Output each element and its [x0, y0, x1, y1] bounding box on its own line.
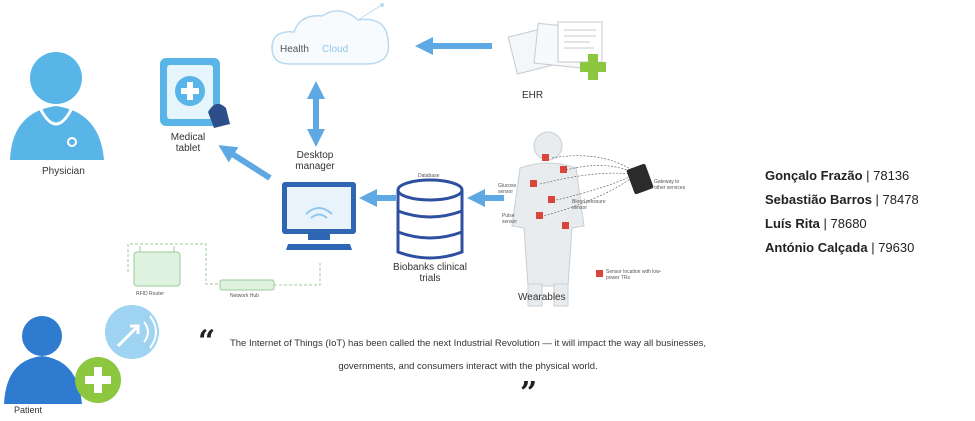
network-hub-icon — [219, 279, 275, 291]
iot-quote: The Internet of Things (IoT) has been ca… — [229, 338, 707, 372]
patient-plus-icon — [75, 357, 121, 403]
wearables-label: Wearables — [518, 292, 566, 303]
ehr-label: EHR — [522, 90, 544, 101]
author-id: 79630 — [878, 240, 915, 255]
author-item: António Calçada | 79630 — [765, 240, 915, 255]
ehr-documents-icon — [507, 21, 606, 80]
author-list: Gonçalo Frazão | 78136 Sebastião Barros … — [765, 166, 975, 262]
author-id: 78478 — [882, 192, 919, 207]
pulse-sensor-label: Pulse sensor — [502, 213, 518, 225]
patient-wireless-icon — [105, 305, 159, 359]
medical-tablet-icon — [160, 58, 230, 128]
author-item: Gonçalo Frazão | 78136 — [765, 168, 910, 183]
biobanks-label: Biobanks clinical trials — [393, 262, 467, 284]
author-id: 78680 — [830, 216, 867, 231]
author-name: Sebastião Barros — [765, 192, 872, 207]
author-name: António Calçada — [765, 240, 868, 255]
medical-tablet-label: Medical tablet — [170, 132, 206, 154]
network-hub-label: Network Hub — [230, 293, 259, 299]
flow-arrows — [218, 37, 504, 207]
patient-icon — [4, 316, 82, 404]
network-connections — [127, 243, 321, 286]
author-id: 78136 — [873, 168, 910, 183]
glucose-sensor-label: Glucose sensor — [498, 183, 517, 195]
sensor-signal-lines — [539, 155, 633, 217]
sensor-gateway-label: Gateway to other services — [654, 179, 686, 191]
database-small-label: Database — [418, 173, 440, 179]
health-cloud-icon — [271, 3, 390, 65]
author-item: Sebastião Barros | 78478 — [765, 192, 919, 207]
sensor-markers — [530, 154, 569, 229]
physician-label: Physician — [42, 166, 85, 177]
patient-label: Patient — [14, 405, 43, 415]
phone-gateway-icon — [626, 163, 654, 195]
quote-close-mark: ” — [520, 376, 538, 411]
wearable-body-figure — [511, 131, 585, 307]
physician-icon — [10, 52, 104, 160]
rfid-router-icon — [133, 246, 181, 287]
health-label: Health — [280, 44, 309, 55]
quote-open-mark: “ — [198, 324, 216, 359]
database-icon — [396, 178, 464, 260]
rfid-router-label: RFID Router — [136, 291, 165, 297]
blood-pressure-sensor-label: Blood pressure sensor — [572, 199, 606, 211]
cloud-label: Cloud — [322, 44, 349, 55]
desktop-manager-label: Desktop manager — [295, 150, 335, 172]
author-name: Gonçalo Frazão — [765, 168, 863, 183]
author-item: Luís Rita | 78680 — [765, 216, 867, 231]
author-name: Luís Rita — [765, 216, 820, 231]
sensor-legend-label: Sensor location with low-power TRx — [606, 269, 662, 281]
sensor-legend-marker — [596, 270, 603, 277]
desktop-computer-icon — [282, 182, 356, 250]
